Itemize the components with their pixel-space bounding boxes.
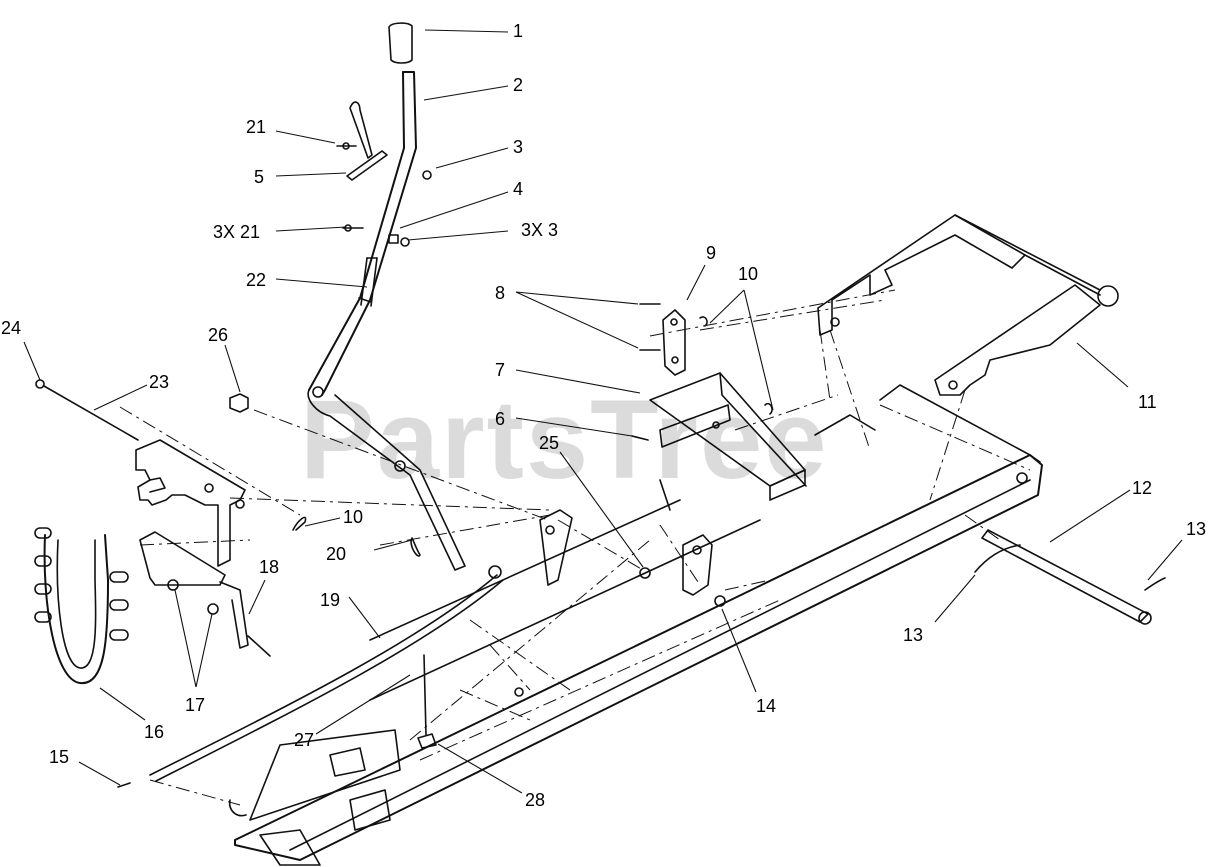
callout-9: 9 [706, 243, 717, 263]
callout-16: 16 [144, 722, 165, 742]
callout-24: 24 [1, 318, 22, 338]
callout-3x21: 3X 21 [213, 222, 261, 242]
callout-8: 8 [495, 283, 506, 303]
callout-26: 26 [208, 325, 229, 345]
callout-22: 22 [246, 270, 267, 290]
callout-3: 3 [513, 137, 524, 157]
callout-27: 27 [294, 730, 315, 750]
callout-10-upper: 10 [738, 264, 759, 284]
part-12-axle [974, 529, 1166, 625]
part-28-clip [417, 733, 437, 749]
callout-28: 28 [525, 790, 546, 810]
main-frame [228, 384, 1043, 866]
callout-4: 4 [513, 179, 524, 199]
part-17-nuts [167, 579, 219, 615]
callout-5: 5 [254, 167, 265, 187]
callout-20: 20 [326, 544, 347, 564]
part-1-grip [388, 22, 413, 64]
callout-10-left: 10 [343, 507, 364, 527]
part-11-hanger [817, 214, 1119, 396]
leader-lines [23, 29, 1183, 794]
part-10-clip-left [292, 516, 307, 531]
part-15-pin [117, 782, 131, 788]
part-20-clip [410, 537, 421, 557]
callout-19: 19 [320, 590, 341, 610]
callout-11: 11 [1138, 392, 1157, 412]
part-23-cable [35, 379, 139, 441]
handle-latch-hardware [312, 101, 432, 472]
callout-14: 14 [756, 696, 777, 716]
part-9-link [639, 303, 773, 415]
callout-1: 1 [513, 21, 524, 41]
callout-6: 6 [495, 409, 506, 429]
part-14-bracket [682, 534, 726, 607]
callout-12: 12 [1132, 478, 1153, 498]
callout-13-right: 13 [1186, 519, 1207, 539]
callout-18: 18 [259, 557, 280, 577]
callout-13-left: 13 [903, 625, 924, 645]
assembly-dash-lines [119, 289, 1031, 806]
part-2-lift-handle [307, 71, 466, 571]
pivot-bracket [135, 439, 271, 657]
part-7-channel [631, 372, 807, 501]
part-19-rod [149, 565, 504, 782]
part-26-fitting [229, 393, 249, 413]
watermark: PartsTree [300, 377, 829, 502]
callout-17: 17 [185, 695, 206, 715]
part-27-spring [423, 654, 427, 736]
callout-7: 7 [495, 360, 506, 380]
part-16-guard [34, 527, 129, 685]
callout-2: 2 [513, 75, 524, 95]
part-25-plate [539, 509, 651, 586]
callout-25: 25 [539, 433, 560, 453]
callout-3x3: 3X 3 [521, 220, 559, 240]
callout-23: 23 [149, 372, 170, 392]
callout-21: 21 [246, 117, 267, 137]
callout-15: 15 [49, 747, 70, 767]
frame-hole [514, 687, 524, 697]
